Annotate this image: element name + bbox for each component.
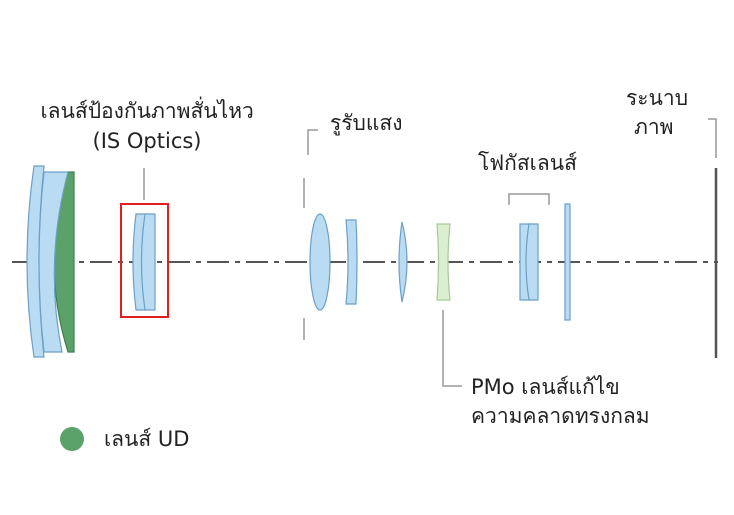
rear-lens-2 [345, 219, 358, 305]
rear-lens-1 [309, 213, 331, 311]
is-optics-label-line1: เลนส์ป้องกันภาพสั่นไหว [40, 99, 254, 123]
focus-lens-label: โฟกัสเลนส์ [478, 151, 577, 175]
image-plane-label-line1: ระนาบ [626, 86, 689, 110]
focus-lens-2 [525, 223, 539, 301]
pmo-label-line1: PMo เลนส์แก้ไข [471, 375, 620, 399]
focus-bracket [508, 193, 550, 205]
rear-plate [564, 203, 571, 321]
aperture-bracket [307, 129, 318, 155]
is-lens-2 [140, 213, 156, 311]
image-plane-label-line2: ภาพ [634, 115, 674, 139]
legend-ud-label: เลนส์ UD [104, 427, 190, 451]
image-plane-bracket [708, 118, 717, 158]
pmo-lens [436, 223, 451, 301]
aperture-label: รูรับแสง [330, 111, 403, 135]
legend-ud-dot [60, 427, 84, 451]
pmo-label-line2: ความคลาดทรงกลม [471, 404, 650, 428]
rear-lens-3 [398, 221, 408, 303]
is-optics-label-line2: (IS Optics) [92, 129, 202, 153]
is-optics-highlight-box [120, 203, 169, 318]
pmo-leader [442, 310, 462, 387]
front-lens-2 [38, 171, 69, 353]
